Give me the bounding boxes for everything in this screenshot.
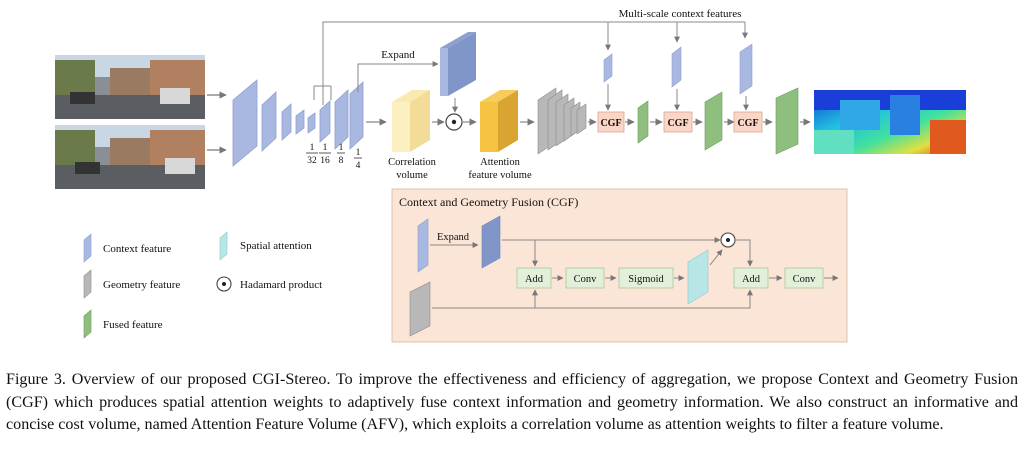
panel-conv-2: [784, 267, 824, 289]
correlation-volume: [392, 90, 430, 152]
attention-label-2: feature volume: [468, 170, 532, 181]
input-right-image: [55, 125, 205, 189]
panel-add-1: [516, 267, 552, 289]
panel-sigmoid-label: Sigmoid: [628, 274, 664, 285]
panel-conv-1-label: Conv: [574, 274, 598, 285]
cgf-label-3: CGF: [737, 118, 758, 129]
panel-context-feature: [417, 218, 429, 273]
legend-fused-swatch: [83, 309, 92, 339]
cgf-detail-panel: Context and Geometry Fusion (CGF) Expand…: [391, 188, 848, 343]
legend-geometry-label: Geometry feature: [103, 279, 180, 291]
scale-1-32-den: 32: [307, 156, 317, 166]
panel-conv-1: [565, 267, 605, 289]
panel-conv-2-label: Conv: [793, 274, 817, 285]
legend-hadamard-label: Hadamard product: [240, 279, 322, 291]
panel-expanded-context: [481, 215, 501, 269]
legend: Context feature Geometry feature Fused f…: [83, 231, 322, 339]
context-feature-2: [671, 46, 682, 88]
multi-scale-label: Multi-scale context features: [619, 8, 742, 20]
panel-geometry-feature: [409, 281, 431, 337]
fused-feature-2: [704, 91, 723, 151]
architecture-figure: 1 32 1 16 1 8 1 4 Multi-scale context fe…: [55, 8, 966, 343]
scale-1-4-den: 4: [356, 161, 361, 171]
scale-1-16-den: 16: [320, 156, 330, 166]
panel-add-2: [733, 267, 769, 289]
legend-spatial-label: Spatial attention: [240, 240, 312, 252]
expanded-context-volume: [440, 32, 476, 96]
correlation-label-1: Correlation: [388, 157, 437, 168]
expand-label: Expand: [381, 49, 415, 61]
scale-labels: 1 32 1 16 1 8 1 4: [306, 143, 362, 171]
cgf-panel-title: Context and Geometry Fusion (CGF): [399, 195, 578, 209]
panel-spatial-attention: [687, 249, 709, 305]
context-feature-3: [739, 43, 753, 95]
legend-geometry-swatch: [83, 269, 92, 299]
scale-1-16-num: 1: [323, 143, 328, 153]
panel-add-2-label: Add: [742, 274, 761, 285]
encoder-features: [232, 79, 364, 167]
output-disparity-map: [814, 90, 966, 154]
scale-1-8-num: 1: [339, 143, 344, 153]
cgf-label-2: CGF: [667, 118, 688, 129]
figure-caption: Figure 3. Overview of our proposed CGI-S…: [6, 371, 1018, 433]
panel-expand-label: Expand: [437, 232, 470, 243]
fused-feature-1: [637, 100, 649, 144]
scale-1-32-num: 1: [310, 143, 315, 153]
legend-context-swatch: [83, 233, 92, 263]
panel-add-1-label: Add: [525, 274, 544, 285]
legend-fused-label: Fused feature: [103, 319, 163, 331]
scale-1-4-num: 1: [356, 148, 361, 158]
attention-feature-volume: [480, 90, 518, 152]
attention-label-1: Attention: [480, 157, 520, 168]
cgf-block-2: [663, 111, 693, 133]
fused-feature-3: [775, 87, 799, 155]
context-feature-1: [603, 53, 613, 83]
input-left-image: [55, 55, 205, 119]
correlation-label-2: volume: [396, 170, 428, 181]
legend-context-label: Context feature: [103, 243, 171, 255]
cgf-label-1: CGF: [600, 118, 621, 129]
legend-spatial-swatch: [219, 231, 228, 261]
cgf-block-1: [597, 111, 625, 133]
expand-arrow: [357, 61, 439, 92]
multi-scale-lines: [313, 21, 748, 105]
scale-1-8-den: 8: [339, 156, 344, 166]
hadamard-product-main: [445, 113, 463, 131]
cgf-block-3: [733, 111, 763, 133]
panel-sigmoid: [618, 267, 674, 289]
geometry-aggregation-stack: [537, 87, 587, 155]
